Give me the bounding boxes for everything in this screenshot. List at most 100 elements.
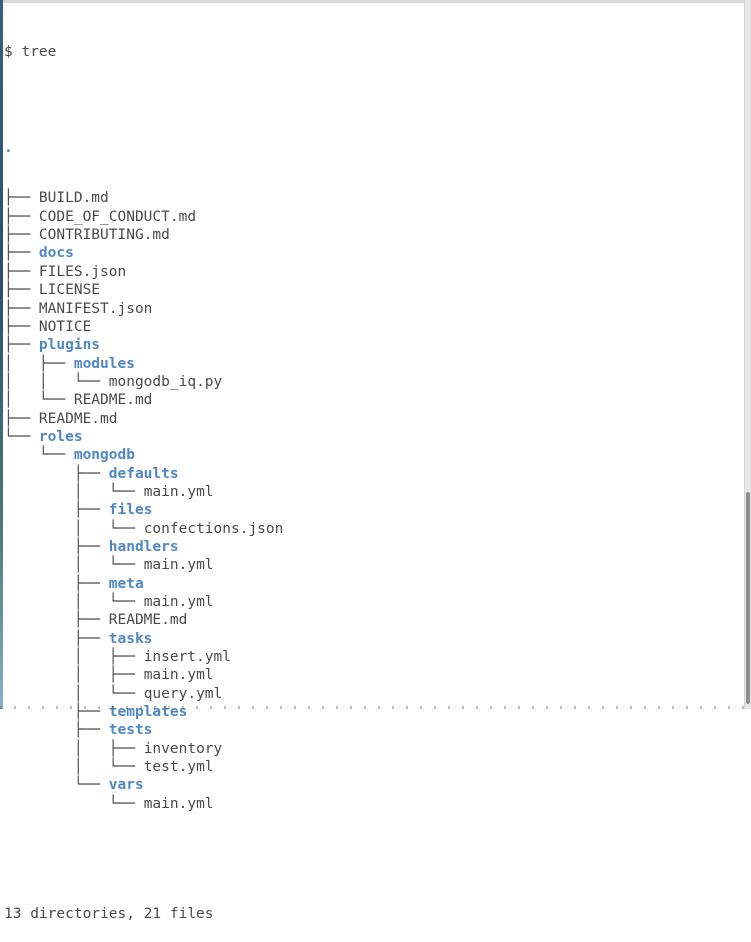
file-name: BUILD.md [38, 190, 109, 207]
tree-directory-row: ├── defaults [4, 465, 283, 483]
tree-file-row: ├── BUILD.md [4, 189, 283, 207]
tree-branch-prefix: ├── [4, 245, 39, 262]
tree-branch-prefix: ├── [4, 410, 39, 427]
file-name: main.yml [143, 667, 214, 684]
tree-file-row: │ └── main.yml [4, 556, 283, 574]
file-name: README.md [108, 612, 188, 629]
tree-file-row: ├── CODE_OF_CONDUCT.md [4, 208, 283, 226]
tree-file-row: │ └── confections.json [4, 520, 284, 538]
tree-file-row: │ ├── inventory [4, 740, 283, 758]
tree-branch-prefix: │ ├── [4, 355, 74, 372]
blank-line [4, 850, 283, 868]
tree-branch-prefix: └── [4, 428, 39, 445]
file-name: README.md [73, 392, 153, 409]
tree-file-row: ├── FILES.json [4, 263, 283, 281]
tree-branch-prefix: ├── [4, 282, 39, 299]
tree-file-row: ├── MANIFEST.json [4, 300, 283, 318]
tree-directory-row: ├── tests [4, 721, 283, 739]
tree-branch-prefix: │ ├── [4, 740, 144, 757]
scrollbar-thumb[interactable] [746, 492, 750, 704]
tree-branch-prefix: ├── [4, 263, 39, 280]
tree-file-row: ├── CONTRIBUTING.md [4, 226, 283, 244]
tree-file-row: │ │ └── mongodb_iq.py [4, 373, 283, 391]
file-name: main.yml [143, 557, 214, 574]
tree-branch-prefix: │ ├── [4, 649, 144, 666]
tree-summary: 13 directories, 21 files [4, 905, 214, 922]
directory-name: files [108, 502, 153, 519]
directory-name: roles [38, 428, 83, 445]
file-name: MANIFEST.json [38, 300, 153, 317]
tree-branch-prefix: ├── [4, 227, 39, 244]
directory-name: tests [108, 722, 153, 739]
tree-file-row: │ └── test.yml [4, 758, 283, 776]
tree-listing: ├── BUILD.md├── CODE_OF_CONDUCT.md├── CO… [4, 189, 283, 813]
file-name: README.md [38, 410, 118, 427]
file-name: test.yml [143, 759, 214, 776]
tree-file-row: │ └── README.md [4, 391, 283, 409]
tree-branch-prefix: ├── [4, 722, 109, 739]
directory-name: docs [38, 245, 74, 262]
blank-line [4, 98, 283, 116]
tree-directory-row: └── vars [4, 776, 283, 794]
directory-name: modules [73, 355, 135, 372]
window-bottom-edge [0, 706, 745, 709]
tree-directory-row: └── roles [4, 428, 283, 446]
file-name: query.yml [143, 685, 223, 702]
tree-branch-prefix: │ └── [4, 520, 144, 537]
directory-name: tasks [108, 630, 153, 647]
file-name: LICENSE [38, 282, 101, 299]
directory-name: vars [108, 777, 144, 794]
command-line: $ tree [4, 43, 57, 60]
scrollbar-track[interactable] [744, 0, 751, 709]
directory-name: mongodb [73, 447, 135, 464]
tree-branch-prefix: ├── [4, 630, 109, 647]
tree-branch-prefix: │ ├── [4, 667, 144, 684]
tree-branch-prefix: ├── [4, 465, 109, 482]
tree-file-row: ├── README.md [4, 611, 283, 629]
tree-branch-prefix: ├── [4, 612, 109, 629]
tree-branch-prefix: ├── [4, 538, 109, 555]
tree-branch-prefix: │ └── [4, 759, 144, 776]
tree-branch-prefix: │ └── [4, 594, 144, 610]
tree-directory-row: ├── meta [4, 575, 283, 593]
tree-branch-prefix: │ └── [4, 557, 144, 574]
tree-file-row: ├── NOTICE [4, 318, 283, 336]
terminal-output[interactable]: $ tree . ├── BUILD.md├── CODE_OF_CONDUCT… [4, 43, 284, 922]
tree-branch-prefix: └── [4, 777, 109, 794]
tree-file-row: │ └── main.yml [4, 593, 283, 611]
tree-branch-prefix: │ └── [4, 483, 144, 500]
tree-file-row: └── main.yml [4, 795, 283, 813]
file-name: confections.json [143, 520, 284, 537]
file-name: inventory [143, 740, 223, 757]
tree-file-row: │ ├── main.yml [4, 666, 283, 684]
tree-directory-row: ├── plugins [4, 336, 283, 354]
file-name: main.yml [143, 483, 214, 500]
tree-branch-prefix: │ └── [4, 685, 144, 702]
tree-file-row: ├── LICENSE [4, 281, 283, 299]
tree-branch-prefix: ├── [4, 190, 39, 207]
desktop-background-edge [0, 0, 3, 709]
tree-directory-row: ├── files [4, 501, 283, 519]
directory-name: plugins [38, 337, 101, 354]
tree-branch-prefix: ├── [4, 300, 39, 317]
tree-directory-row: └── mongodb [4, 446, 283, 464]
tree-branch-prefix: ├── [4, 575, 109, 592]
tree-branch-prefix: │ └── [4, 392, 74, 409]
file-name: insert.yml [143, 649, 231, 666]
tree-directory-row: ├── docs [4, 244, 283, 262]
file-name: main.yml [143, 795, 214, 812]
tree-branch-prefix: └── [4, 447, 74, 464]
tree-branch-prefix: ├── [4, 208, 39, 225]
tree-branch-prefix: ├── [4, 337, 39, 354]
tree-branch-prefix: ├── [4, 502, 109, 519]
directory-name: handlers [108, 538, 179, 555]
file-name: NOTICE [38, 318, 92, 335]
tree-file-row: ├── README.md [4, 410, 283, 428]
tree-directory-row: │ ├── modules [4, 355, 283, 373]
file-name: CODE_OF_CONDUCT.md [38, 208, 197, 225]
tree-branch-prefix: └── [4, 795, 144, 812]
directory-name: meta [108, 575, 144, 592]
tree-file-row: │ └── query.yml [4, 685, 283, 703]
window-top-border [0, 0, 751, 3]
file-name: main.yml [143, 594, 214, 610]
